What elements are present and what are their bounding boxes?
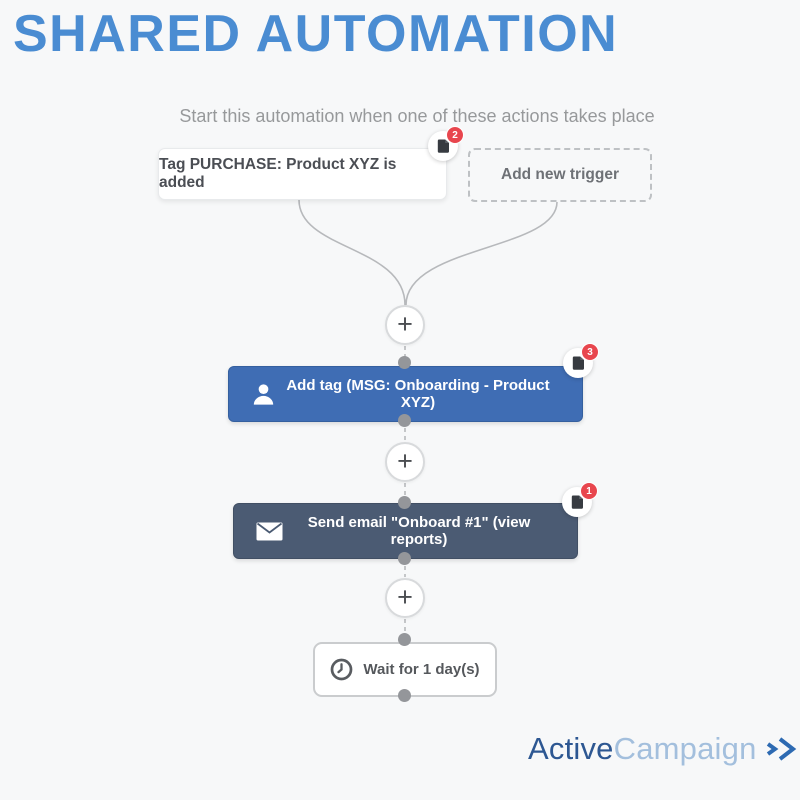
- envelope-icon: [256, 522, 283, 541]
- notes-count-badge: 3: [581, 343, 599, 361]
- automation-start-hint: Start this automation when one of these …: [179, 106, 655, 126]
- trigger-label: Tag PURCHASE: Product XYZ is added: [159, 156, 397, 191]
- brand-chevron-icon: [764, 736, 798, 762]
- notes-count-badge: 2: [446, 126, 464, 144]
- page-title: SHARED AUTOMATION: [13, 5, 619, 63]
- plus-icon: +: [397, 445, 413, 476]
- step-label: Send email "Onboard #1" (view reports): [307, 514, 531, 548]
- add-tag-notes-badge[interactable]: 3: [563, 343, 599, 378]
- brand-word-campaign: Campaign: [613, 731, 757, 766]
- brand-word-active: Active: [528, 731, 614, 766]
- trigger-tag-purchase[interactable]: Tag PURCHASE: Product XYZ is added: [158, 148, 447, 200]
- note-icon: [572, 356, 584, 370]
- add-new-trigger-button[interactable]: Add new trigger: [468, 148, 652, 202]
- notes-count-badge: 1: [580, 482, 598, 500]
- add-step-button-1[interactable]: +: [385, 305, 425, 345]
- add-new-trigger-label: Add new trigger: [501, 166, 619, 183]
- clock-icon: [330, 658, 353, 681]
- step-label: Wait for 1 day(s): [363, 661, 480, 678]
- step-send-email[interactable]: Send email "Onboard #1" (view reports): [233, 503, 578, 559]
- connector-dot: [398, 496, 411, 509]
- note-icon: [437, 139, 449, 153]
- step-wait[interactable]: Wait for 1 day(s): [313, 642, 497, 697]
- connector-dot: [398, 414, 411, 427]
- add-step-button-2[interactable]: +: [385, 442, 425, 482]
- contact-person-icon: [251, 382, 276, 407]
- plus-icon: +: [397, 308, 413, 339]
- connector-dot: [398, 633, 411, 646]
- send-email-notes-badge[interactable]: 1: [562, 482, 598, 517]
- plus-icon: +: [397, 581, 413, 612]
- connector-dot: [398, 552, 411, 565]
- note-icon: [571, 495, 583, 509]
- add-step-button-3[interactable]: +: [385, 578, 425, 618]
- connector-dot: [398, 689, 411, 702]
- step-label: Add tag (MSG: Onboarding - Product XYZ): [286, 377, 550, 411]
- trigger-notes-badge[interactable]: 2: [428, 126, 464, 161]
- connector-dot: [398, 356, 411, 369]
